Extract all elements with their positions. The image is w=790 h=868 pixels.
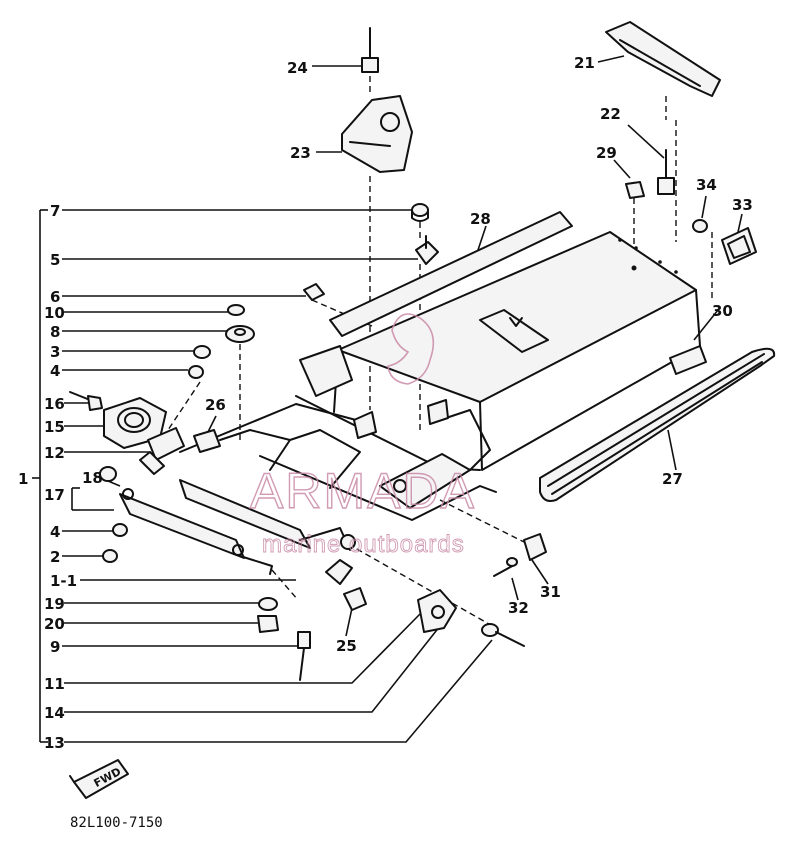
watermark: ARMADA marine outboards [249, 313, 476, 558]
part-10-washer[interactable] [227, 304, 245, 316]
callout-2: 2 [50, 548, 60, 566]
callout-1-1: 1-1 [50, 572, 77, 590]
part-26-plate[interactable] [193, 429, 221, 453]
callout-8: 8 [50, 323, 60, 341]
leader-lines [62, 55, 743, 743]
callout-24: 24 [287, 59, 308, 77]
callout-15: 15 [44, 418, 65, 436]
part-4-bush[interactable] [188, 365, 204, 379]
watermark-brand: ARMADA [250, 463, 476, 519]
part-21-rail[interactable] [605, 21, 721, 97]
group-bracket [32, 209, 80, 743]
part-8-mount[interactable] [225, 325, 255, 343]
diagram-code: 82L100-7150 [70, 815, 163, 831]
callout-6: 6 [50, 288, 60, 306]
callout-1: 1 [18, 470, 28, 488]
part-25-clip[interactable] [343, 587, 367, 611]
callout-25: 25 [336, 637, 357, 655]
part-30-label[interactable] [669, 345, 707, 375]
part-4-bush-lower[interactable] [112, 523, 128, 537]
part-18-cap[interactable] [99, 466, 117, 482]
callout-34: 34 [696, 176, 717, 194]
part-5-bracket[interactable] [415, 235, 439, 265]
callout-31: 31 [540, 583, 561, 601]
callout-10: 10 [44, 304, 65, 322]
callout-9: 9 [50, 638, 60, 656]
part-14-knuckle[interactable] [417, 589, 457, 633]
part-6-clip[interactable] [303, 283, 325, 301]
part-7-nut[interactable] [411, 203, 429, 222]
callout-27: 27 [662, 470, 683, 488]
suspension-arms [119, 479, 356, 585]
part-34-nut[interactable] [692, 219, 708, 233]
part-9-pin[interactable] [297, 631, 311, 681]
callout-16: 16 [44, 395, 65, 413]
callout-28: 28 [470, 210, 491, 228]
part-31-bracket[interactable] [523, 533, 547, 561]
callout-20: 20 [44, 615, 65, 633]
part-23-bracket[interactable] [341, 95, 413, 173]
callout-32: 32 [508, 599, 529, 617]
callout-labels: 1 7 5 6 10 8 3 4 16 15 12 18 17 4 2 1-1 … [18, 54, 753, 752]
part-19-washer[interactable] [258, 597, 278, 611]
callout-23: 23 [290, 144, 311, 162]
ski-runner[interactable] [539, 347, 776, 502]
callout-4a: 4 [50, 362, 60, 380]
callout-17: 17 [44, 486, 65, 504]
callout-14: 14 [44, 704, 65, 722]
callout-13: 13 [44, 734, 65, 752]
steering-housing[interactable] [69, 391, 185, 475]
callout-18: 18 [82, 469, 103, 487]
small-parts [99, 21, 757, 681]
callout-29: 29 [596, 144, 617, 162]
part-22-pin[interactable] [657, 149, 675, 195]
part-13-bolt[interactable] [481, 623, 525, 647]
callout-22: 22 [600, 105, 621, 123]
frame-strip [329, 211, 573, 337]
callout-19: 19 [44, 595, 65, 613]
callout-11: 11 [44, 675, 65, 693]
callout-5: 5 [50, 251, 60, 269]
callout-12: 12 [44, 444, 65, 462]
part-20-nut[interactable] [257, 615, 279, 633]
callout-3: 3 [50, 343, 60, 361]
part-33-reflector[interactable] [721, 227, 757, 265]
tunnel-frame [179, 231, 701, 521]
watermark-emblem [387, 313, 435, 385]
part-32-screw[interactable] [493, 557, 518, 577]
part-29-nut[interactable] [625, 181, 645, 199]
callout-21: 21 [574, 54, 595, 72]
part-3-collar[interactable] [193, 345, 211, 359]
part-2-collar[interactable] [102, 549, 118, 563]
callout-26: 26 [205, 396, 226, 414]
part-24-bolt[interactable] [361, 27, 379, 73]
callout-4b: 4 [50, 523, 60, 541]
callout-30: 30 [712, 302, 733, 320]
callout-33: 33 [732, 196, 753, 214]
watermark-tagline: marine outboards [262, 531, 465, 558]
forward-arrow: FWD [69, 759, 129, 799]
callout-7: 7 [50, 202, 60, 220]
